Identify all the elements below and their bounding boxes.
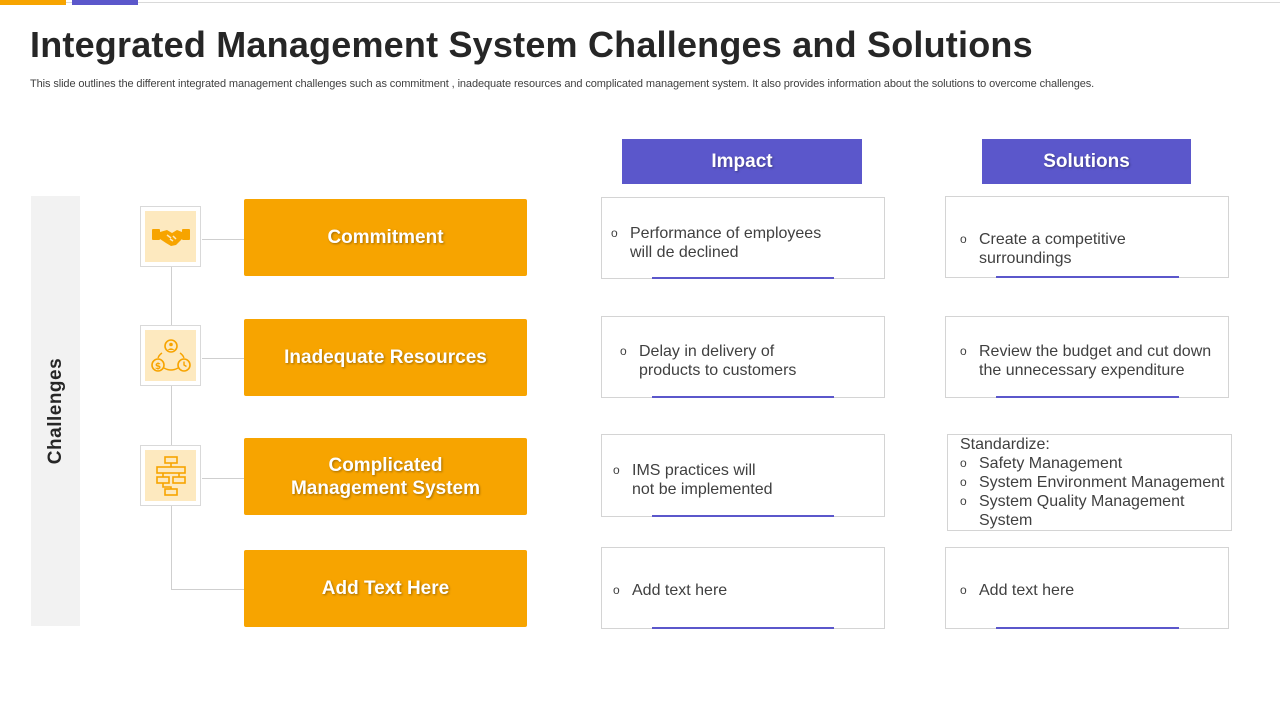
bullet-mark: o [960, 583, 967, 597]
challenge-label: Commitment [327, 227, 444, 248]
solutions-column-header: Solutions [982, 139, 1191, 184]
challenge-label-line-2: Management System [290, 477, 480, 499]
solution-text-line: Create a competitive [979, 231, 1126, 248]
solution-list-item: System Quality Management [979, 493, 1185, 510]
impact-text-line: Delay in delivery of [639, 343, 775, 360]
solution-text-line: Review the budget and cut down [979, 343, 1212, 360]
card-underline [996, 396, 1179, 398]
solution-list-item: Safety Management [979, 455, 1123, 472]
svg-text:$: $ [154, 362, 160, 372]
tree-connector-row-3 [202, 478, 244, 479]
solution-card-inadequate-resources: o Review the budget and cut down the unn… [945, 316, 1229, 398]
card-underline [652, 515, 834, 517]
bullet-mark: o [960, 456, 967, 470]
accent-bar-orange [0, 0, 66, 5]
bullet-mark: o [960, 475, 967, 489]
page-subtitle: This slide outlines the different integr… [30, 78, 1095, 90]
handshake-icon [145, 211, 196, 262]
card-underline [652, 627, 834, 629]
bullet-mark: o [613, 583, 620, 597]
page-title: Integrated Management System Challenges … [30, 24, 1033, 65]
accent-bar-purple [72, 0, 138, 5]
impact-text-line: Add text here [632, 582, 728, 599]
handshake-icon-box [140, 206, 201, 267]
impact-card-complicated-management-system: o IMS practices will not be implemented [601, 434, 885, 517]
solution-list-item: System [979, 512, 1033, 529]
impact-text-line: IMS practices will [632, 462, 756, 479]
impact-card-inadequate-resources: o Delay in delivery of products to custo… [601, 316, 885, 398]
challenge-label: Inadequate Resources [284, 347, 487, 368]
bullet-mark: o [960, 494, 967, 508]
tree-connector-vertical [171, 267, 172, 589]
challenge-label: Add Text Here [321, 578, 450, 599]
impact-column-header: Impact [622, 139, 862, 184]
impact-card-commitment: o Performance of employees will de decli… [601, 197, 885, 279]
card-underline [652, 277, 834, 279]
flowchart-icon-box [140, 445, 201, 506]
challenges-side-panel [31, 196, 80, 626]
bullet-mark: o [960, 344, 967, 358]
impact-text-line: Performance of employees [630, 225, 822, 242]
bullet-mark: o [611, 226, 618, 240]
solution-card-add-text: o Add text here [945, 547, 1229, 629]
solution-list-item: System Environment Management [979, 474, 1225, 491]
tree-connector-row-2 [202, 358, 244, 359]
resources-cycle-icon: $ [145, 330, 196, 381]
challenges-side-label: Challenges [45, 357, 66, 465]
challenge-label-line-1: Complicated [328, 454, 443, 476]
solution-text-line: the unnecessary expenditure [979, 362, 1185, 379]
challenge-complicated-management-system: Complicated Management System [244, 438, 527, 515]
challenge-commitment: Commitment [244, 199, 527, 276]
bullet-mark: o [613, 463, 620, 477]
bullet-mark: o [960, 232, 967, 246]
flowchart-icon [145, 450, 196, 501]
solutions-header-label: Solutions [1043, 150, 1130, 172]
card-underline [996, 627, 1179, 629]
resources-cycle-icon-box: $ [140, 325, 201, 386]
impact-text-line: will de declined [630, 244, 739, 261]
solution-card-commitment: o Create a competitive surroundings [945, 196, 1229, 278]
card-underline [652, 396, 834, 398]
solution-text-line: surroundings [979, 250, 1072, 267]
challenge-add-text: Add Text Here [244, 550, 527, 627]
solution-text-line: Add text here [979, 582, 1075, 599]
impact-text-line: products to customers [639, 362, 797, 379]
challenge-inadequate-resources: Inadequate Resources [244, 319, 527, 396]
solution-intro: Standardize: [960, 436, 1050, 453]
tree-connector-row-1 [202, 239, 244, 240]
impact-text-line: not be implemented [632, 481, 773, 498]
card-underline [996, 276, 1179, 278]
impact-header-label: Impact [711, 150, 773, 172]
tree-connector-row-4 [171, 589, 244, 590]
top-rule [0, 2, 1280, 3]
bullet-mark: o [620, 344, 627, 358]
impact-card-add-text: o Add text here [601, 547, 885, 629]
